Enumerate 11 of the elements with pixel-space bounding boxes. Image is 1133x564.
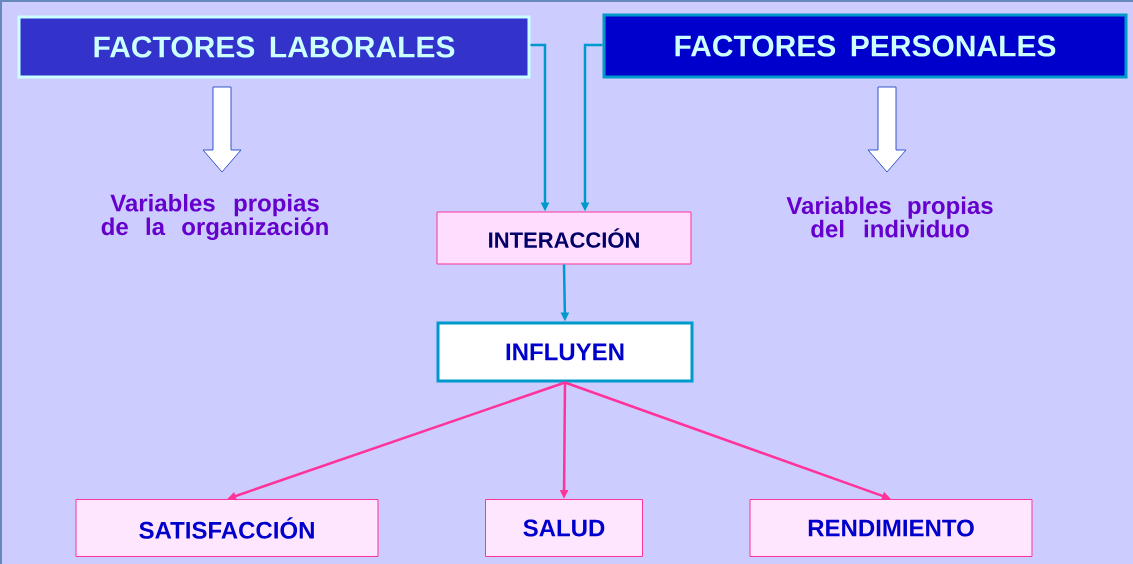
block-arrow [867,86,907,173]
outcome-box: RENDIMIENTO [749,499,1033,557]
description-text: Variables propias de la organización [101,193,328,240]
outcome-box: SALUD [485,499,643,557]
process-box: INTERACCIÓN [436,211,692,265]
process-box: INFLUYEN [436,321,694,383]
heading-box: FACTORES LABORALES [17,15,531,79]
heading-box: FACTORES PERSONALES [602,13,1128,79]
outcome-box: SATISFACCIÓN [75,499,379,557]
block-arrow [202,86,242,173]
description-text: Variables propias del individuo [786,196,993,238]
